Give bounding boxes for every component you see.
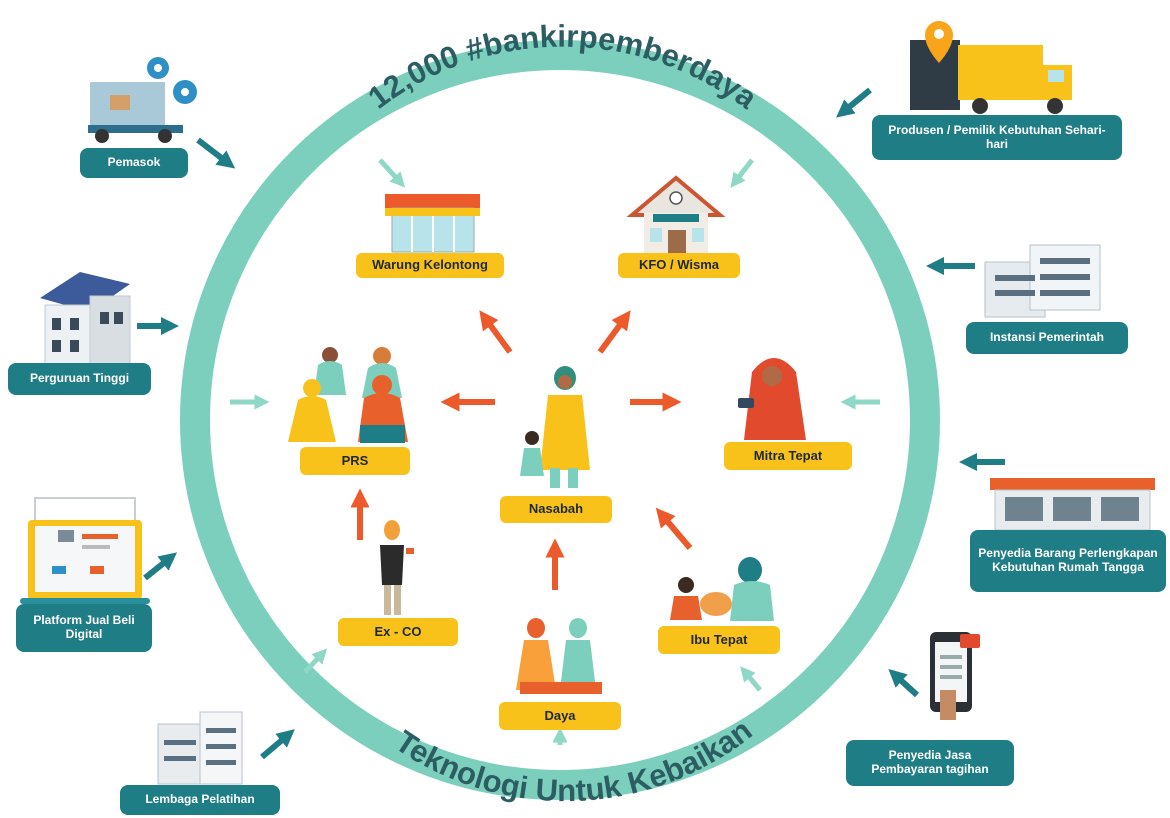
mitra-woman-icon — [738, 358, 806, 440]
prs-group-icon — [288, 347, 408, 443]
label-platform: Platform Jual Beli Digital — [16, 604, 152, 652]
ring — [180, 40, 940, 800]
inner-arrows — [350, 310, 693, 590]
ibu-tepat-icon — [670, 557, 774, 621]
outer-arrow — [836, 87, 872, 118]
outer-arrow — [143, 552, 178, 581]
inner-arrow — [597, 310, 631, 354]
pemasok-truck-icon — [88, 57, 197, 143]
inner-arrow — [655, 507, 693, 550]
label-daya: Daya — [499, 702, 621, 730]
outer-arrow — [196, 137, 236, 169]
label-perguruan-tinggi: Perguruan Tinggi — [8, 363, 151, 395]
produsen-truck-icon — [910, 21, 1072, 114]
perguruan-building-icon — [40, 272, 131, 366]
label-prs: PRS — [300, 447, 410, 475]
platform-laptop-icon — [20, 497, 150, 604]
ring-arrow — [303, 648, 328, 674]
ring-arrows — [230, 158, 880, 745]
label-pemasok: Pemasok — [80, 148, 188, 178]
label-produsen: Produsen / Pemilik Kebutuhan Sehari-hari — [872, 115, 1122, 160]
label-warung-kelontong: Warung Kelontong — [356, 253, 504, 278]
label-ex-co: Ex - CO — [338, 618, 458, 646]
exco-person-icon — [380, 520, 414, 615]
label-kfo-wisma: KFO / Wisma — [618, 253, 740, 278]
label-instansi-pemerintah: Instansi Pemerintah — [966, 322, 1128, 354]
outer-arrow — [260, 729, 295, 760]
warung-store-icon — [385, 194, 480, 253]
label-lembaga-pelatihan: Lembaga Pelatihan — [120, 785, 280, 815]
instansi-buildings-icon — [984, 244, 1101, 318]
outer-arrows — [137, 87, 1005, 760]
label-nasabah: Nasabah — [500, 496, 612, 523]
ring-arrow — [378, 158, 406, 188]
nasabah-family-icon — [520, 366, 590, 488]
label-ibu-tepat: Ibu Tepat — [658, 626, 780, 654]
lembaga-building-icon — [157, 711, 243, 785]
label-mitra-tepat: Mitra Tepat — [724, 442, 852, 470]
penyedia-jasa-phone-icon — [930, 632, 980, 720]
penyedia-barang-store-icon — [990, 478, 1155, 531]
label-penyedia-barang: Penyedia Barang Perlengkapan Kebutuhan R… — [970, 530, 1166, 592]
ring-arrow — [730, 158, 754, 188]
ring-arrow — [740, 666, 762, 692]
daya-group-icon — [516, 618, 602, 694]
label-penyedia-jasa: Penyedia Jasa Pembayaran tagihan — [846, 740, 1014, 786]
inner-arrow — [479, 310, 513, 354]
outer-arrow — [888, 668, 920, 698]
kfo-house-icon — [626, 175, 726, 253]
